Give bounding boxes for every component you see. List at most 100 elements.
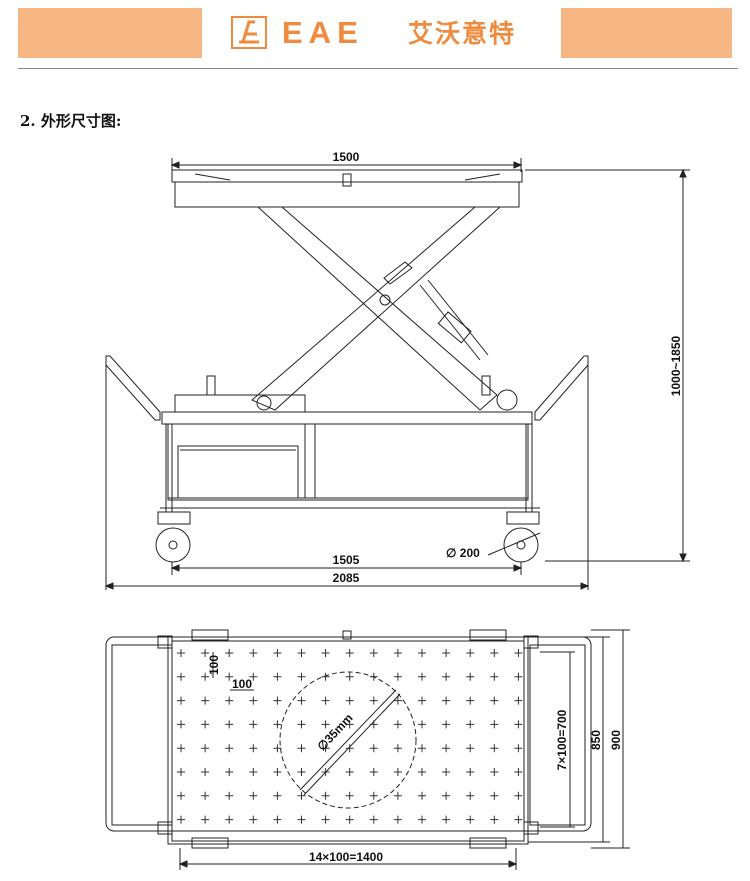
grid-hole <box>345 649 354 657</box>
grid-hole <box>225 696 234 705</box>
grid-hole <box>466 672 475 681</box>
grid-hole <box>393 672 402 681</box>
grid-hole <box>297 672 306 681</box>
overall-depth-label: 900 <box>609 730 623 750</box>
grid-hole <box>249 768 258 776</box>
grid-hole <box>442 720 451 729</box>
grid-hole <box>201 744 210 753</box>
rows-dimension-label: 7×100=700 <box>555 709 569 770</box>
grid-hole <box>297 815 306 824</box>
grid-hole <box>321 649 330 657</box>
grid-hole <box>345 672 354 681</box>
header-bar-left <box>18 8 202 58</box>
grid-hole <box>321 720 330 729</box>
grid-hole <box>273 815 282 824</box>
grid-hole <box>177 791 185 800</box>
grid-hole <box>418 672 426 681</box>
grid-hole <box>249 791 258 800</box>
grid-hole <box>466 649 475 657</box>
grid-hole <box>369 672 378 681</box>
grid-hole <box>297 744 306 753</box>
grid-hole <box>273 649 282 657</box>
grid-hole <box>273 720 282 729</box>
grid-hole <box>393 649 402 657</box>
brand-latin: EAE <box>282 15 364 50</box>
grid-hole <box>177 649 185 657</box>
grid-hole <box>442 744 451 753</box>
grid-hole <box>273 791 282 800</box>
grid-hole <box>225 649 234 657</box>
grid-hole <box>466 791 475 800</box>
grid-hole <box>514 720 523 729</box>
grid-horizontal-label: 100 <box>232 677 252 691</box>
section-title: 2. 外形尺寸图: <box>20 112 122 130</box>
grid-hole <box>490 672 499 681</box>
grid-hole <box>490 649 499 657</box>
grid-hole <box>321 672 330 681</box>
grid-hole <box>273 672 282 681</box>
grid-hole <box>514 672 523 681</box>
grid-hole <box>514 768 523 776</box>
grid-hole <box>466 744 475 753</box>
grid-hole <box>249 815 258 824</box>
grid-hole <box>297 768 306 776</box>
grid-hole <box>201 672 210 681</box>
table-grid-holes <box>177 649 523 824</box>
grid-hole <box>249 672 258 681</box>
grid-hole <box>442 649 451 657</box>
grid-hole <box>345 720 354 729</box>
grid-hole <box>201 720 210 729</box>
grid-hole <box>369 696 378 705</box>
grid-hole <box>345 744 354 753</box>
grid-hole <box>490 720 499 729</box>
grid-hole <box>321 815 330 824</box>
grid-hole <box>297 649 306 657</box>
overall-length-label: 2085 <box>333 571 360 585</box>
wheel-diameter-label: ∅ 200 <box>446 546 480 560</box>
grid-hole <box>369 744 378 753</box>
grid-hole <box>225 768 234 776</box>
grid-hole <box>273 696 282 705</box>
grid-hole <box>418 744 426 753</box>
grid-hole <box>466 815 475 824</box>
grid-hole <box>321 768 330 776</box>
grid-hole <box>442 815 451 824</box>
brand-chinese: 艾沃意特 <box>408 19 517 48</box>
grid-hole <box>418 720 426 729</box>
grid-hole <box>369 649 378 657</box>
grid-hole <box>369 768 378 776</box>
grid-hole <box>201 815 210 824</box>
grid-hole <box>490 696 499 705</box>
grid-hole <box>418 768 426 776</box>
grid-hole <box>249 744 258 753</box>
grid-hole <box>201 768 210 776</box>
grid-hole <box>514 791 523 800</box>
grid-hole <box>273 768 282 776</box>
grid-hole <box>201 649 210 657</box>
grid-hole <box>177 768 185 776</box>
header-bar-right <box>561 8 732 58</box>
grid-hole <box>177 744 185 753</box>
grid-hole <box>466 696 475 705</box>
grid-hole <box>418 815 426 824</box>
grid-hole <box>442 768 451 776</box>
grid-hole <box>321 744 330 753</box>
grid-hole <box>418 649 426 657</box>
grid-hole <box>442 672 451 681</box>
grid-hole <box>490 744 499 753</box>
grid-hole <box>514 649 523 657</box>
grid-hole <box>273 744 282 753</box>
grid-hole <box>297 696 306 705</box>
grid-hole <box>177 672 185 681</box>
grid-hole <box>514 744 523 753</box>
grid-hole <box>225 720 234 729</box>
grid-hole <box>321 791 330 800</box>
grid-hole <box>393 815 402 824</box>
header-divider <box>18 68 738 69</box>
grid-hole <box>442 791 451 800</box>
height-range-label: 1000~1850 <box>669 335 683 396</box>
grid-hole <box>177 815 185 824</box>
grid-hole <box>490 815 499 824</box>
grid-vertical-label: 100 <box>207 655 221 675</box>
